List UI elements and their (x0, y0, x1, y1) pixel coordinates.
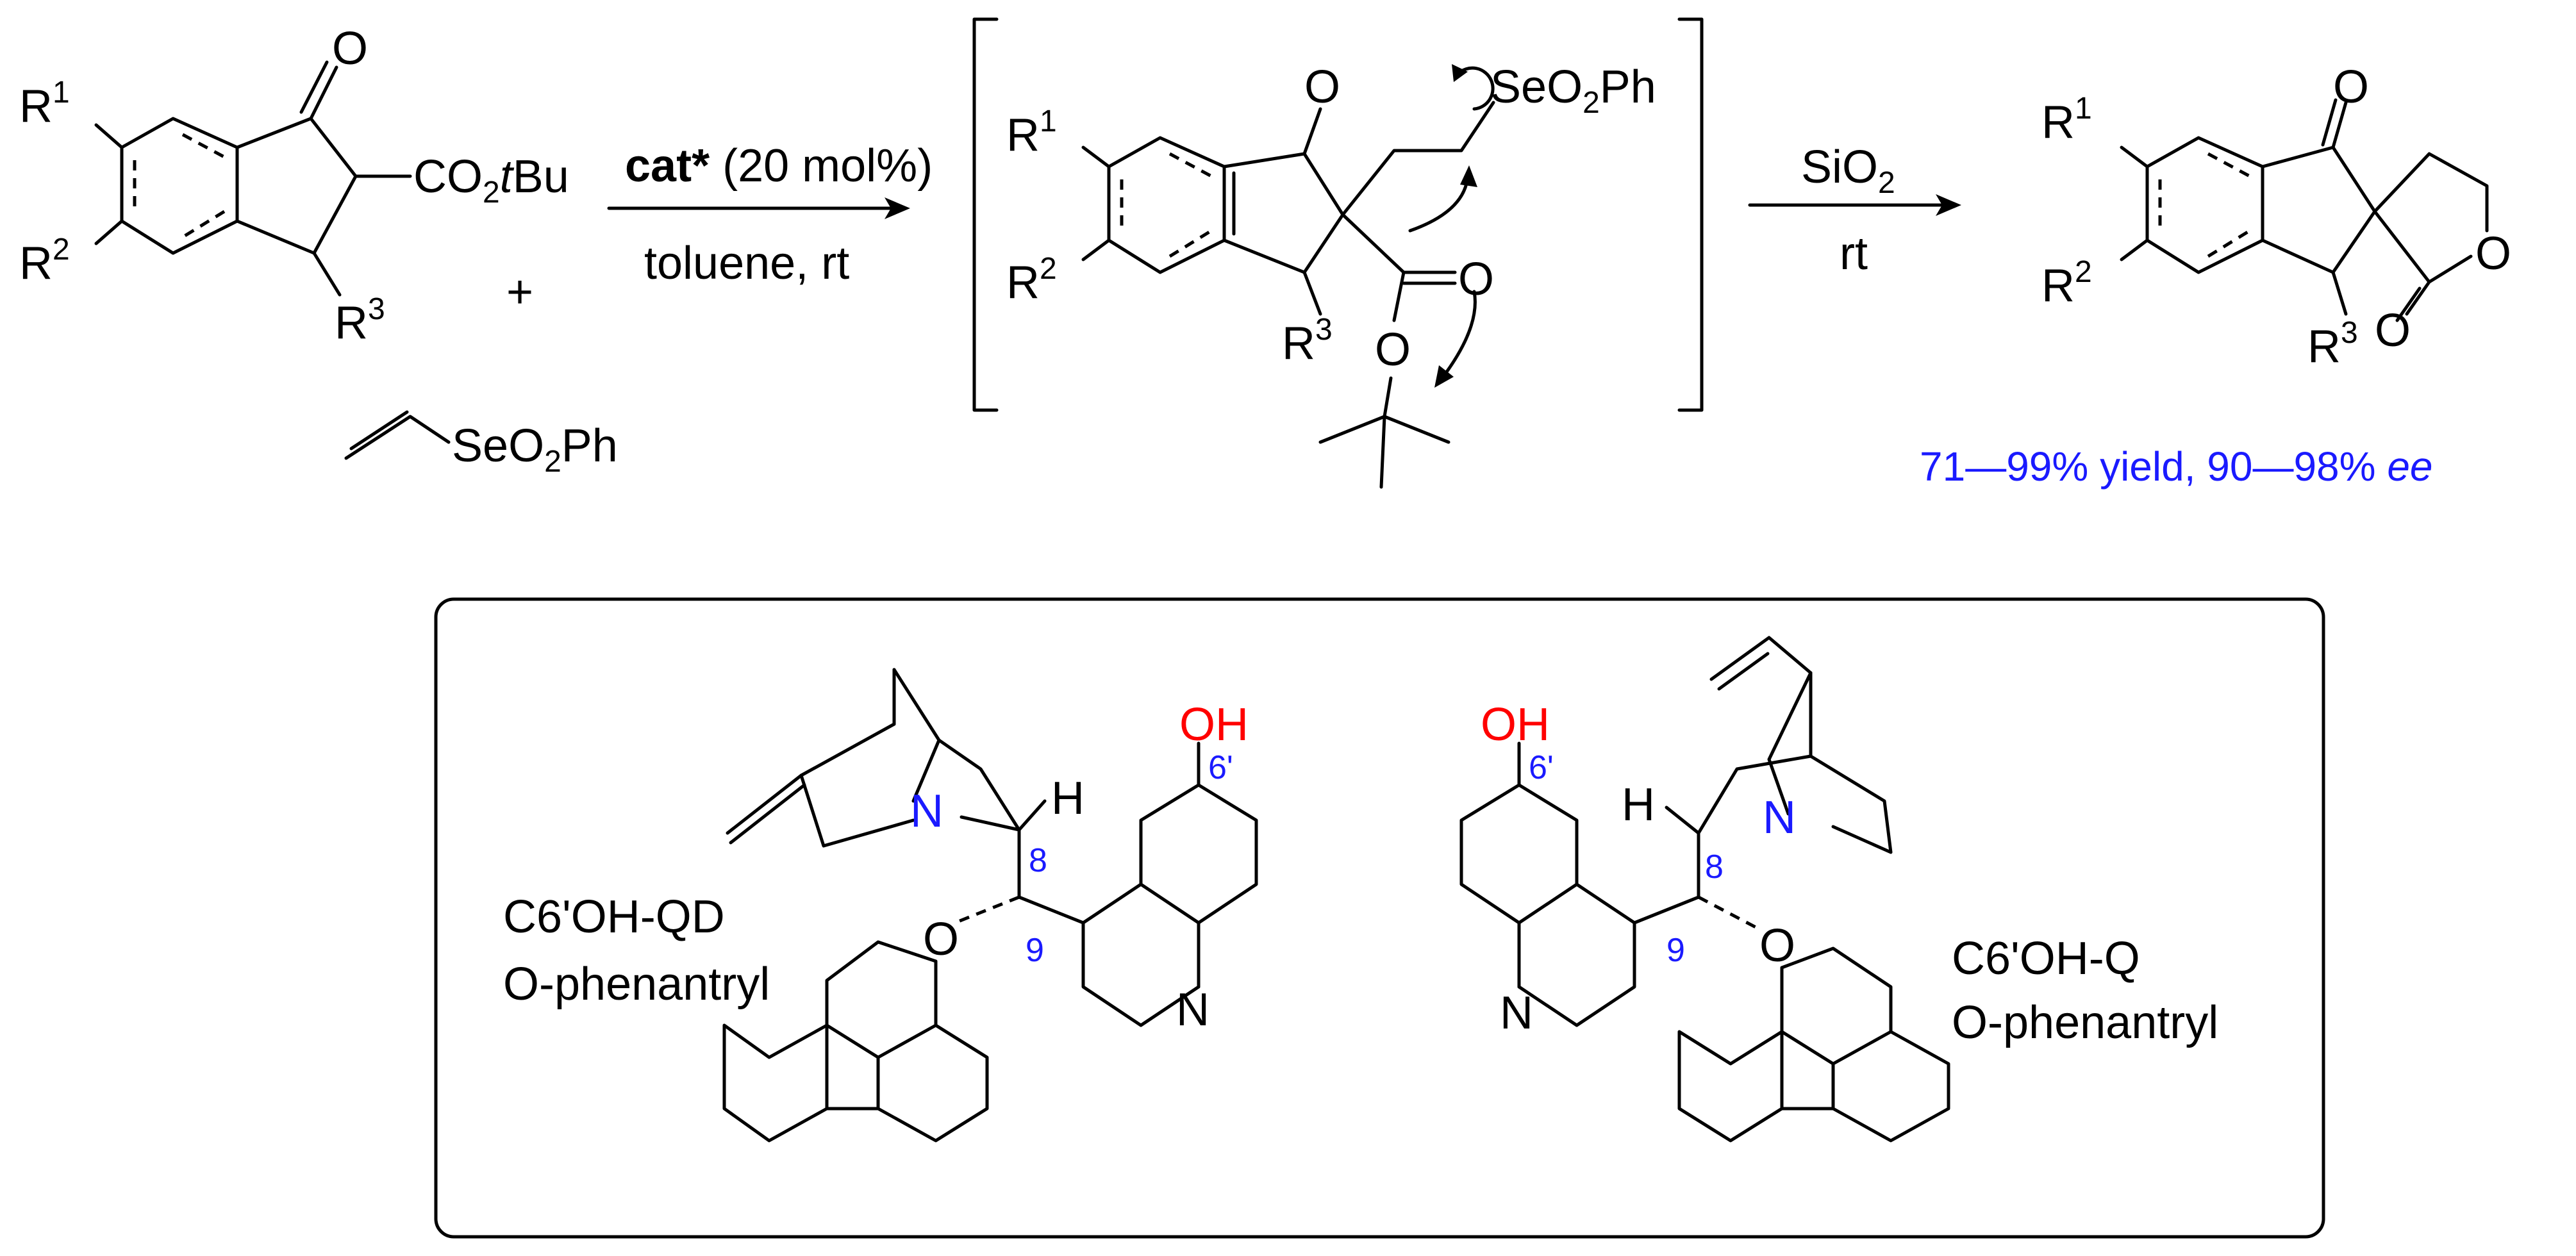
product-ring-oxygen: O (2475, 228, 2511, 279)
product-r3: R3 (2307, 316, 2358, 372)
catalyst-left-pos6: 6' (1208, 749, 1233, 786)
product-ketone-oxygen: O (2333, 62, 2369, 113)
reactant-r1: R1 (19, 76, 70, 132)
product-spirolactone: O O O R1 R2 R3 (2041, 62, 2511, 372)
plus-sign: + (506, 267, 533, 318)
catalyst-left-pos9: 9 (1026, 932, 1044, 969)
catalyst-left-hydroxyl: OH (1179, 699, 1249, 750)
intermediate-ketone-oxygen: O (1304, 62, 1340, 113)
yield-ee-summary: 71—99% yield, 90—98% ee (1920, 443, 2433, 490)
intermediate-bracket: O SeO2Ph O O R1 R2 R3 (972, 17, 1704, 489)
intermediate-ester-oxygen: O (1375, 324, 1411, 376)
reactant-ester-label: CO2tBu (413, 151, 569, 210)
catalyst-left-structure: N H 8 9 O OH 6' N (722, 668, 1258, 1143)
catalyst-right-pos6: 6' (1529, 749, 1554, 786)
catalyst-condition: cat* (20 mol%) (625, 140, 933, 192)
catalyst-left-hydrogen: H (1051, 773, 1084, 824)
catalyst-box (434, 597, 2325, 1239)
reactant-ketone-oxygen: O (332, 23, 368, 74)
reactant-indanone: O CO2tBu R3 R1 R2 (19, 23, 569, 349)
catalyst-right-name-line2: O-phenantryl (1952, 997, 2218, 1048)
reactant-vinyl-selenone: SeO2Ph (344, 410, 618, 479)
catalyst-left-bridge-nitrogen: N (910, 786, 943, 837)
catalyst-left-pos8: 8 (1029, 842, 1047, 879)
reaction-arrow-1: cat* (20 mol%) toluene, rt (607, 140, 933, 289)
catalyst-right-structure: N H 8 9 O OH 6' N (1459, 636, 1950, 1143)
reaction-arrow-2: SiO2 rt (1748, 142, 1961, 279)
temperature-condition: rt (1840, 228, 1868, 279)
catalyst-right-hydrogen: H (1622, 779, 1655, 830)
reactant-r2: R2 (19, 233, 70, 289)
selenone-label: SeO2Ph (452, 420, 618, 479)
catalyst-right-ether-oxygen: O (1759, 920, 1795, 971)
catalyst-left-ether-oxygen: O (923, 914, 959, 965)
intermediate-r1: R1 (1006, 104, 1057, 161)
product-lactone-oxygen: O (2375, 305, 2411, 356)
catalyst-right-bridge-nitrogen: N (1763, 792, 1796, 843)
catalyst-left-name-line2: O-phenantryl (503, 959, 770, 1010)
catalyst-left-quinoline-nitrogen: N (1176, 984, 1209, 1036)
product-r1: R1 (2041, 92, 2092, 148)
catalyst-right-name-line1: C6'OH-Q (1952, 933, 2140, 984)
catalyst-left-name-line1: C6'OH-QD (503, 891, 725, 943)
intermediate-r2: R2 (1006, 252, 1057, 308)
catalyst-right-pos9: 9 (1666, 932, 1685, 969)
catalyst-right-hydroxyl: OH (1481, 699, 1550, 750)
catalyst-right-pos8: 8 (1705, 848, 1724, 886)
silica-condition: SiO2 (1801, 142, 1895, 200)
catalyst-right-quinoline-nitrogen: N (1500, 987, 1533, 1039)
product-r2: R2 (2041, 255, 2092, 311)
solvent-condition: toluene, rt (644, 238, 849, 289)
intermediate-r3: R3 (1282, 313, 1333, 369)
reactant-r3: R3 (335, 292, 385, 349)
intermediate-selenone-label: SeO2Ph (1490, 62, 1656, 120)
